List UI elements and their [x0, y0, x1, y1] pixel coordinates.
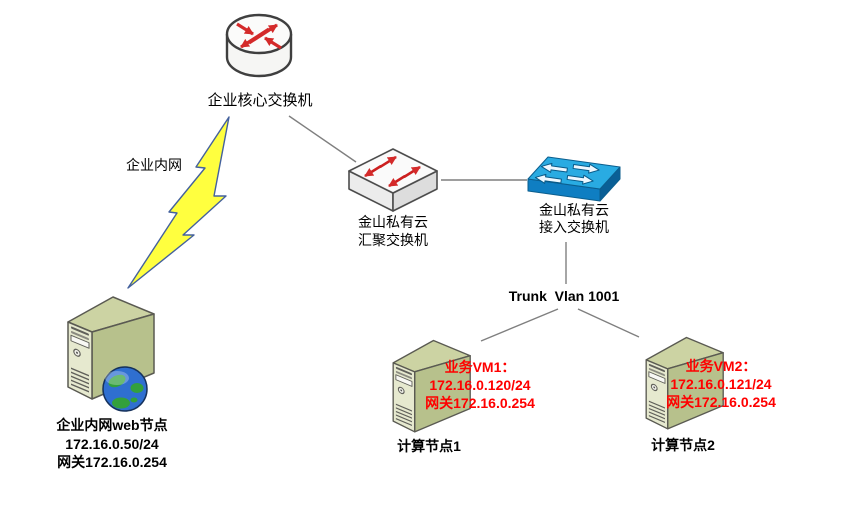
compute-node-1-label: 计算节点1	[397, 438, 461, 454]
web-server-gateway: 网关172.16.0.254	[57, 454, 167, 470]
compute-node-2-label: 计算节点2	[651, 437, 715, 453]
router-icon	[225, 13, 293, 78]
web-server-ip: 172.16.0.50/24	[65, 435, 159, 452]
access-label-line2: 接入交换机	[539, 219, 609, 235]
aggregation-switch-icon	[348, 148, 438, 212]
intranet-link-label: 企业内网	[126, 157, 182, 173]
web-server-icon	[67, 296, 155, 412]
web-server-name: 企业内网web节点	[56, 417, 168, 433]
vm2-ip: 172.16.0.121/24	[670, 376, 772, 392]
globe-icon	[102, 366, 148, 412]
vm2-info: 业务VM2： 172.16.0.121/24 网关172.16.0.254	[645, 357, 797, 411]
core-switch-label: 企业核心交换机	[207, 92, 313, 109]
access-label-line1: 金山私有云	[539, 202, 609, 218]
vm1-ip: 172.16.0.120/24	[429, 377, 531, 393]
agg-label-line2: 汇聚交换机	[358, 232, 428, 248]
vm1-gateway: 网关172.16.0.254	[425, 395, 535, 411]
access-switch-label: 金山私有云 接入交换机	[515, 202, 633, 236]
access-switch-icon	[527, 156, 621, 202]
vm1-info: 业务VM1： 172.16.0.120/24 网关172.16.0.254	[404, 358, 556, 412]
vm2-gateway: 网关172.16.0.254	[666, 394, 776, 410]
web-server-label: 企业内网web节点 172.16.0.50/24 网关172.16.0.254	[32, 416, 192, 472]
vm1-name: 业务VM1：	[444, 359, 516, 375]
trunk-vlan-label: Trunk Vlan 1001	[508, 288, 620, 304]
aggregation-switch-label: 金山私有云 汇聚交换机	[334, 213, 452, 249]
agg-label-line1: 金山私有云	[358, 214, 428, 230]
vm2-name: 业务VM2：	[685, 358, 757, 374]
